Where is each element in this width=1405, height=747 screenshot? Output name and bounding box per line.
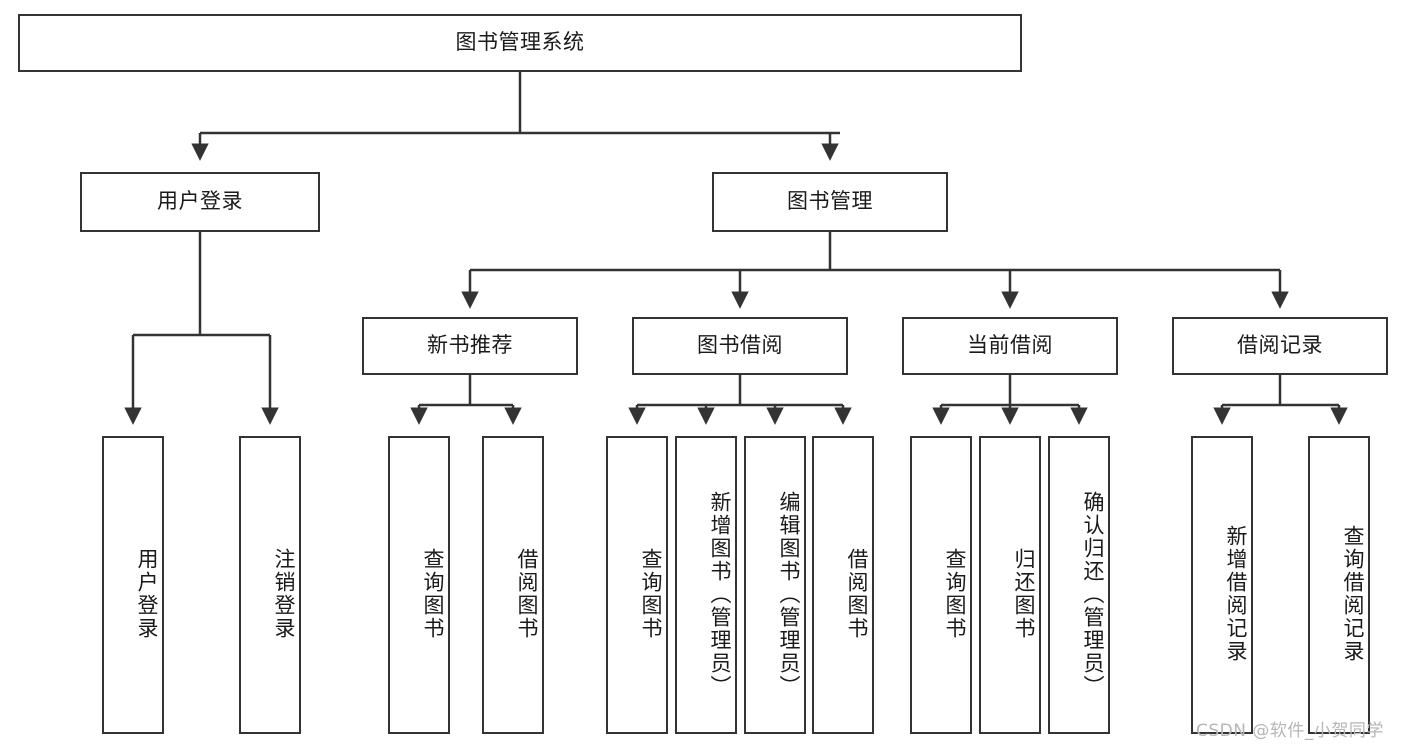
node-label: 新书推荐 [427, 333, 513, 358]
node-label: 用户登录 [135, 548, 159, 640]
node-label: 查询借阅记录 [1341, 525, 1365, 663]
leaf-borrow-query-book[interactable]: 查询图书 [606, 436, 668, 734]
node-label: 借阅图书 [845, 548, 869, 640]
node-label: 确认归还（管理员） [1081, 490, 1105, 698]
node-label: 新增图书（管理员） [708, 490, 732, 698]
node-label: 图书管理系统 [455, 30, 585, 55]
node-label: 查询图书 [639, 548, 663, 640]
node-label: 用户登录 [157, 189, 243, 214]
node-label: 查询图书 [943, 548, 967, 640]
leaf-borrow-borrow-book[interactable]: 借阅图书 [812, 436, 874, 734]
node-current-borrow[interactable]: 当前借阅 [902, 317, 1118, 375]
leaf-borrow-add-book[interactable]: 新增图书（管理员） [675, 436, 737, 734]
node-label: 新增借阅记录 [1224, 525, 1248, 663]
leaf-current-confirm-return[interactable]: 确认归还（管理员） [1048, 436, 1110, 734]
node-root-system[interactable]: 图书管理系统 [18, 14, 1022, 72]
node-label: 图书借阅 [697, 333, 783, 358]
leaf-user-login-logout[interactable]: 注销登录 [239, 436, 301, 734]
node-book-borrow[interactable]: 图书借阅 [632, 317, 848, 375]
node-label: 编辑图书（管理员） [777, 490, 801, 698]
leaf-record-add[interactable]: 新增借阅记录 [1191, 436, 1253, 734]
node-label: 借阅记录 [1237, 333, 1323, 358]
csdn-watermark: CSDN @软件_小贺同学 [1196, 721, 1384, 741]
leaf-new-book-borrow[interactable]: 借阅图书 [482, 436, 544, 734]
leaf-current-return-book[interactable]: 归还图书 [979, 436, 1041, 734]
node-book-management[interactable]: 图书管理 [712, 172, 948, 232]
leaf-new-book-query[interactable]: 查询图书 [388, 436, 450, 734]
node-label: 图书管理 [787, 189, 873, 214]
node-label: 借阅图书 [515, 548, 539, 640]
leaf-record-query[interactable]: 查询借阅记录 [1308, 436, 1370, 734]
node-new-book-recommend[interactable]: 新书推荐 [362, 317, 578, 375]
node-user-login[interactable]: 用户登录 [80, 172, 320, 232]
leaf-current-query-book[interactable]: 查询图书 [910, 436, 972, 734]
node-label: 注销登录 [272, 548, 296, 640]
node-borrow-record[interactable]: 借阅记录 [1172, 317, 1388, 375]
leaf-user-login-login[interactable]: 用户登录 [102, 436, 164, 734]
node-label: 归还图书 [1012, 548, 1036, 640]
leaf-borrow-edit-book[interactable]: 编辑图书（管理员） [744, 436, 806, 734]
node-label: 查询图书 [421, 548, 445, 640]
node-label: 当前借阅 [967, 333, 1053, 358]
